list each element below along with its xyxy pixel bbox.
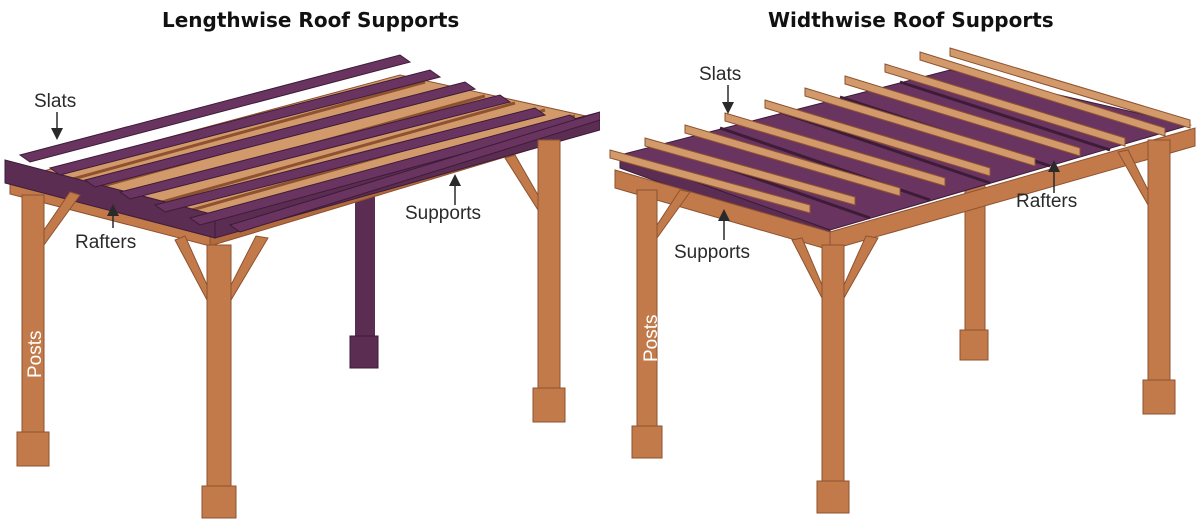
left-rafters-label: Rafters [75,232,137,253]
left-front-post-right [504,139,566,423]
right-panel-title: Widthwise Roof Supports [768,8,1054,32]
right-pergola-drawing [609,47,1196,514]
left-callout-arrows [51,112,461,228]
left-back-post-right [349,195,379,369]
right-panel: Widthwise Roof Supports Slats Rafters Su… [600,0,1200,522]
right-front-post-middle [791,235,879,514]
left-pergola-drawing [4,54,600,519]
left-panel: Lengthwise Roof Supports Slats Rafters S… [4,8,600,519]
right-front-post-right [1117,139,1176,415]
right-front-post-left [631,189,691,459]
left-panel-title: Lengthwise Roof Supports [162,8,460,32]
right-rafters-label: Rafters [1016,191,1078,212]
right-supports-label: Supports [674,242,751,263]
left-supports-label: Supports [405,203,482,224]
right-slats-label: Slats [699,64,742,85]
left-front-post-middle [174,235,269,519]
left-front-post-left [16,191,81,467]
right-slats [609,47,1191,214]
left-slats-label: Slats [34,91,77,112]
left-posts-label: Posts [25,330,46,378]
right-callout-arrows [718,85,1060,240]
right-posts-label: Posts [641,314,662,362]
left-slats [18,54,600,233]
right-back-post [959,174,989,361]
